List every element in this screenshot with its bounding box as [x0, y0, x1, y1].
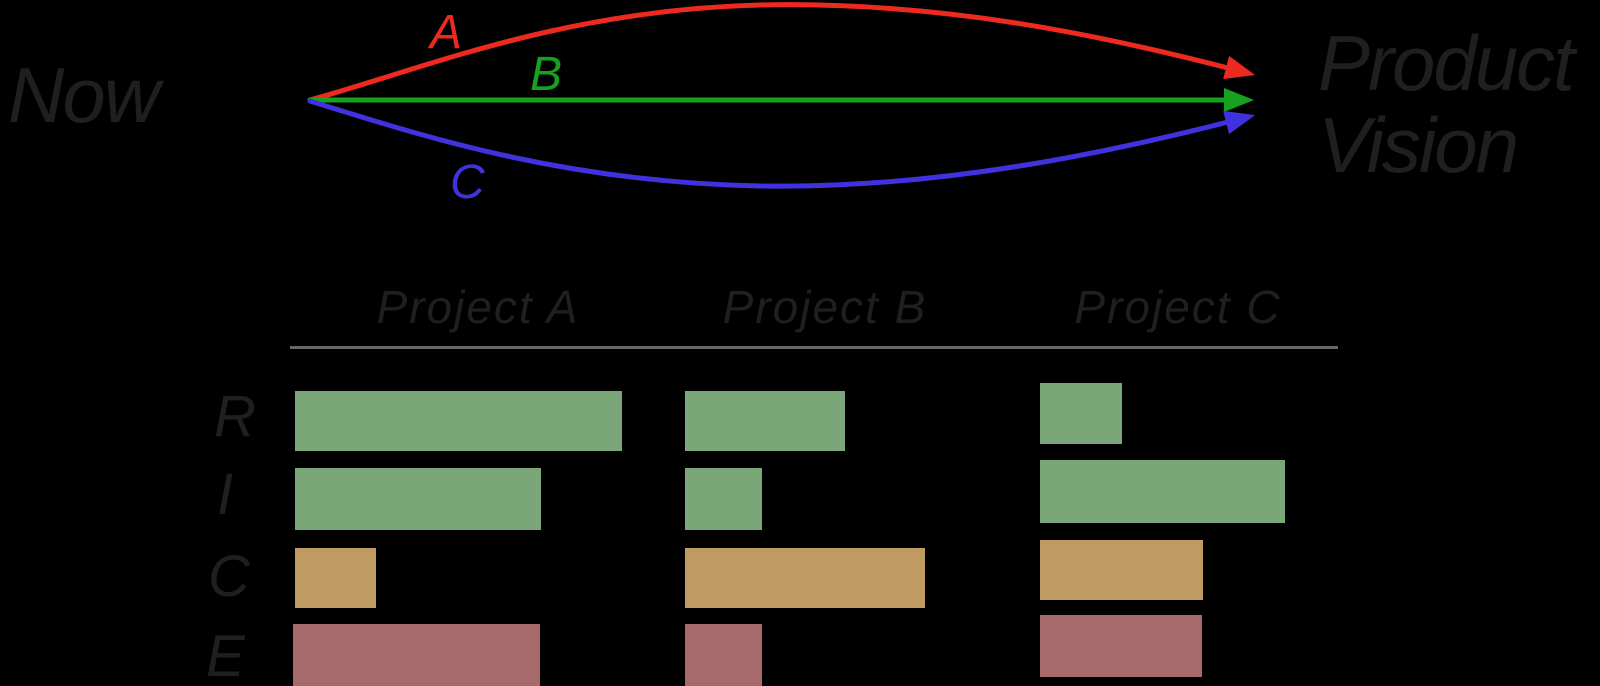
path-a-label: A [427, 6, 462, 59]
header-divider-line [290, 346, 1338, 349]
paths-diagram: A B C [307, 2, 1256, 209]
row-header-reach: R [214, 384, 256, 449]
path-a-curve [307, 2, 1256, 103]
product-vision-line2: Vision [1318, 101, 1519, 189]
bar-i-project-b [685, 468, 762, 530]
bar-r-project-a [295, 391, 622, 451]
bar-r-project-b [685, 391, 845, 451]
bar-r-project-c [1040, 383, 1122, 444]
bar-c-project-c [1040, 540, 1203, 600]
product-vision-label: Product Vision [1318, 19, 1575, 189]
bar-i-project-c [1040, 460, 1285, 523]
product-vision-line1: Product [1318, 19, 1575, 107]
row-header-impact: I [217, 462, 234, 527]
now-label: Now [8, 51, 160, 139]
row-header-effort: E [206, 624, 245, 686]
row-header-confidence: C [208, 544, 250, 609]
column-header-project-a: Project A [376, 281, 580, 333]
column-header-project-c: Project C [1074, 281, 1282, 333]
path-b-label: B [530, 48, 562, 101]
bar-e-project-b [685, 624, 762, 686]
bar-c-project-b [685, 548, 925, 608]
bar-c-project-a [295, 548, 376, 608]
column-header-project-b: Project B [722, 281, 928, 333]
bar-e-project-a [293, 624, 540, 686]
path-c-curve [307, 98, 1256, 189]
path-c-label: C [450, 156, 485, 209]
bar-i-project-a [295, 468, 541, 530]
bar-e-project-c [1040, 615, 1202, 677]
